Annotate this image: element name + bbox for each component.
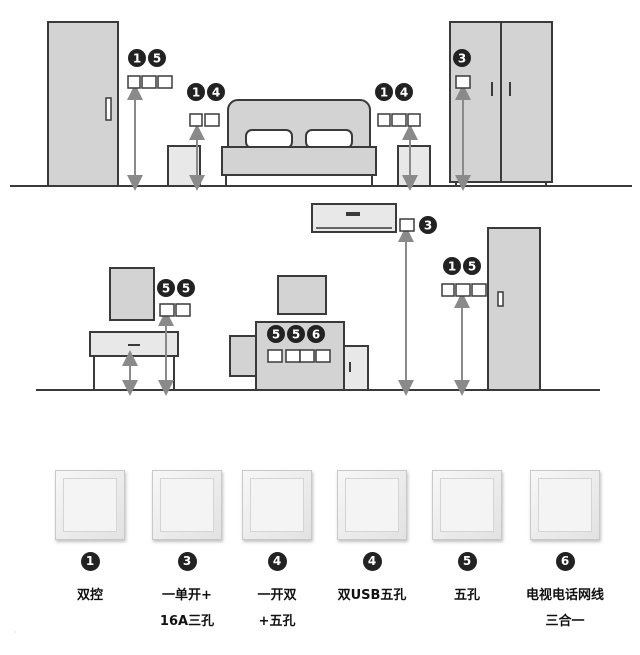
legend-item: 4 双USB五孔 bbox=[322, 470, 422, 609]
legend-caption: 一开双+五孔 bbox=[257, 588, 297, 629]
number-badge-label: 6 bbox=[312, 328, 320, 342]
legend-number: 4 bbox=[362, 552, 382, 571]
legend-item: 5 五孔 bbox=[417, 470, 517, 609]
tv-phone-network-socket-icon bbox=[530, 470, 600, 540]
bed-icon bbox=[221, 99, 377, 186]
socket-plates bbox=[127, 75, 487, 363]
number-badge bbox=[148, 49, 166, 67]
number-badge bbox=[453, 49, 471, 67]
legend-item: 4 一开双+五孔 bbox=[227, 470, 327, 635]
nightstand-icon bbox=[397, 145, 431, 187]
number-badge-label: 4 bbox=[400, 86, 408, 100]
number-badge bbox=[443, 257, 461, 275]
number-badge-label: 1 bbox=[133, 52, 141, 66]
legend-number: 1 bbox=[80, 552, 100, 571]
number-badge-label: 1 bbox=[192, 86, 200, 100]
number-badge-label: 4 bbox=[212, 86, 220, 100]
dresser-icon bbox=[89, 267, 179, 390]
legend-number: 3 bbox=[177, 552, 197, 571]
wardrobe-icon bbox=[487, 227, 541, 391]
five-hole-socket-icon bbox=[432, 470, 502, 540]
number-badge bbox=[177, 279, 195, 297]
double-control-switch-icon bbox=[55, 470, 125, 540]
number-badge bbox=[287, 325, 305, 343]
legend-caption: 双USB五孔 bbox=[337, 588, 407, 603]
number-badge bbox=[157, 279, 175, 297]
number-badge-label: 3 bbox=[424, 219, 432, 233]
number-badge bbox=[419, 216, 437, 234]
number-badge bbox=[128, 49, 146, 67]
switch-16a-socket-icon bbox=[152, 470, 222, 540]
number-badge-label: 5 bbox=[292, 328, 300, 342]
number-badge bbox=[375, 83, 393, 101]
legend-item: 3 一单开+16A三孔 bbox=[137, 470, 237, 635]
legend-item: 1 双控 bbox=[40, 470, 140, 609]
number-badge bbox=[307, 325, 325, 343]
number-badge-label: 5 bbox=[153, 52, 161, 66]
number-badge bbox=[187, 83, 205, 101]
number-badge-label: 3 bbox=[458, 52, 466, 66]
number-badge-label: 1 bbox=[380, 86, 388, 100]
air-conditioner-icon bbox=[311, 203, 397, 233]
number-badge bbox=[207, 83, 225, 101]
legend-caption: 五孔 bbox=[453, 588, 480, 603]
legend-caption: 一单开+16A三孔 bbox=[159, 588, 215, 629]
number-badge-label: 5 bbox=[468, 260, 476, 274]
legend-number: 4 bbox=[267, 552, 287, 571]
number-badge bbox=[267, 325, 285, 343]
switch-five-hole-socket-icon bbox=[242, 470, 312, 540]
watermark: · bbox=[14, 628, 17, 637]
legend-number: 5 bbox=[457, 552, 477, 571]
number-badge-label: 1 bbox=[448, 260, 456, 274]
number-badge-label: 5 bbox=[182, 282, 190, 296]
legend-number: 6 bbox=[555, 552, 575, 571]
number-badge bbox=[463, 257, 481, 275]
usb-five-hole-socket-icon bbox=[337, 470, 407, 540]
legend-caption: 电视电话网线三合一 bbox=[525, 588, 604, 629]
socket-legend: 1 双控 3 一单开+16A三孔 4 一开双+五孔 4 双USB五孔 5 五孔 6 电视电话网线三合一 bbox=[0, 470, 640, 655]
legend-caption: 双控 bbox=[76, 588, 103, 603]
number-badge bbox=[395, 83, 413, 101]
legend-item: 6 电视电话网线三合一 bbox=[515, 470, 615, 635]
number-badge-label: 5 bbox=[162, 282, 170, 296]
wardrobe-icon bbox=[449, 21, 553, 186]
number-badge-label: 5 bbox=[272, 328, 280, 342]
door-icon bbox=[47, 21, 119, 187]
nightstand-icon bbox=[167, 145, 201, 187]
